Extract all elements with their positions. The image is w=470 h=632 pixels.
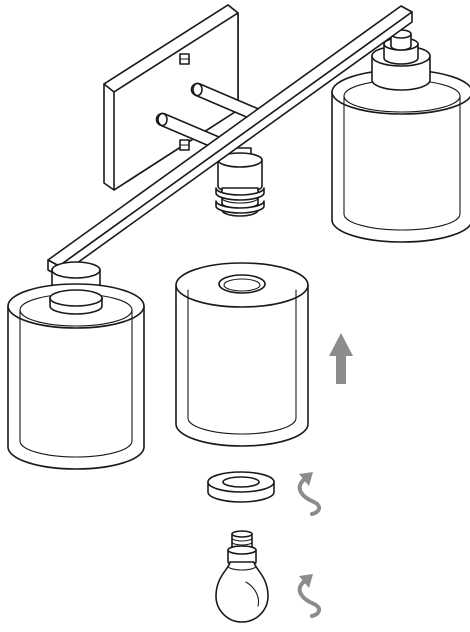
light-bulb [215,530,269,623]
arrow-up-icon [329,333,353,384]
cross-bar [47,5,413,277]
shade-retaining-ring [207,471,275,503]
mounting-screw [179,139,190,151]
rotate-arrow-icon [297,472,321,516]
glass-shade [7,283,145,470]
lamp-socket [215,147,265,217]
mounting-screw [179,53,190,65]
glass-shade [175,262,309,447]
lamp-socket [371,29,431,91]
rotate-arrow-icon [297,574,321,618]
wall-plate [103,4,239,191]
glass-shade [331,69,470,243]
